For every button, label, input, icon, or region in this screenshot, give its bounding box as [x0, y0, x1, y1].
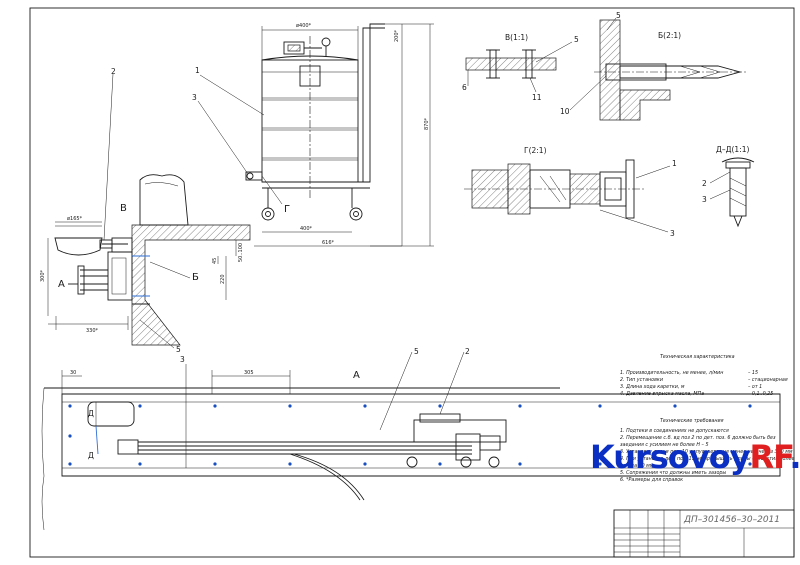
title-block: [613, 509, 795, 558]
tech-req-item: 3. Установку двеки поз. 10 допускается н…: [620, 449, 793, 455]
leader-2-wall: 2: [111, 67, 116, 76]
tech-char-value: – 15: [748, 370, 758, 376]
dim-height-220: 220: [220, 274, 226, 284]
tank-assembly: [245, 23, 434, 247]
leader-3-view-a: 3: [180, 355, 185, 364]
dim-width-330: 330*: [86, 328, 99, 334]
leader-1-section-g: 1: [672, 159, 677, 168]
dim-height-50-100: 50..100: [238, 243, 244, 262]
tech-char-value: – стационарная: [748, 378, 788, 383]
view-label-d-upper: Д: [88, 409, 94, 418]
sheet-frame: [29, 7, 795, 558]
tech-req-title: Технические требования: [660, 418, 724, 424]
dim-handle-top: 200*: [394, 29, 400, 42]
title-block-code: ДП–301456–30–2011: [683, 515, 780, 525]
tech-char-title: Техническая характеристика: [660, 354, 735, 360]
watermark-part-2: RF: [749, 438, 791, 476]
tech-req-list: 1. Подтеки в соединениях не допускаются …: [620, 428, 794, 483]
leader-1-tank: 1: [195, 66, 200, 75]
leader-5-section-b: 5: [616, 11, 621, 20]
dim-30: 30: [70, 370, 76, 376]
tech-req-item: 1. Подтеки в соединениях не допускаются: [620, 428, 729, 434]
view-label-g-main: Г: [284, 204, 290, 215]
dim-overall-height: 870*: [424, 117, 430, 130]
tech-char-value: – 0,1..0,25: [748, 391, 773, 397]
leader-5-section-v: 5: [574, 35, 579, 44]
leader-3-tank: 3: [192, 93, 197, 102]
dim-tank-base: 400*: [300, 226, 313, 232]
section-v-title: В(1:1): [505, 33, 528, 42]
view-label-d-lower: Д: [88, 451, 94, 460]
tech-req-item: 4. При установке дет. поз. 11 не превыша…: [620, 456, 794, 462]
tech-req-item: заедания с усилием не более Н – 5: [620, 442, 709, 448]
dim-305: 305: [244, 370, 254, 376]
view-label-b-main: Б: [192, 272, 199, 283]
tech-req-item: 2. Перемещение с.б. вд поз 2 по дет. поз…: [620, 435, 776, 441]
section-b-title: Б(2:1): [658, 31, 681, 40]
tech-char-value: – от 1: [748, 384, 762, 390]
section-dd-title: Д–Д(1:1): [716, 145, 749, 154]
dim-overall-width: 616*: [322, 240, 335, 246]
tech-char-list: 1. Производительность, не менее, л/мин –…: [620, 370, 788, 397]
dim-height-300: 300*: [40, 269, 46, 282]
leader-5-view-a: 5: [414, 347, 419, 356]
dim-bowl-diameter: ø165*: [67, 216, 83, 222]
leader-2-view-a: 2: [465, 347, 470, 356]
section-g: [464, 159, 671, 233]
dim-height-45: 45: [212, 258, 218, 264]
leader-5-wall: 5: [176, 345, 181, 354]
leader-3-section-g: 3: [670, 229, 675, 238]
watermark-part-3: .ru: [789, 438, 800, 476]
watermark-part-1: Kursovoy: [590, 438, 751, 476]
leader-10-section-b: 10: [560, 107, 570, 116]
tech-req-item: 6. *Размеры для справок: [620, 477, 683, 483]
tech-char-item: 4. Давление впрыска масла, МПа: [620, 391, 704, 397]
tech-req-item: чем на 10 мм: [620, 463, 654, 469]
leader-6-section-v: 6: [462, 83, 467, 92]
tech-req-item: 5. Сопряжения что должны иметь зазоры: [620, 470, 726, 476]
section-v: [465, 41, 573, 93]
leader-11-section-v: 11: [532, 93, 542, 102]
watermark-logo: KursovoyRF.ru: [590, 438, 800, 476]
view-label-a-main: А: [58, 279, 65, 290]
view-a-title: А: [353, 370, 360, 381]
tech-char-item: 2. Тип установки: [620, 377, 663, 383]
section-b: [569, 17, 748, 121]
dim-tank-diameter: ø400*: [296, 23, 312, 29]
leader-3-section-dd: 3: [702, 195, 707, 204]
wall-installation: [47, 174, 251, 346]
view-a: [41, 351, 781, 531]
section-dd: [709, 157, 755, 228]
leader-2-section-dd: 2: [702, 179, 707, 188]
tech-char-item: 3. Длина хода каретки, м: [620, 384, 685, 390]
tech-char-item: 1. Производительность, не менее, л/мин: [620, 370, 723, 376]
view-label-v-main: В: [120, 203, 127, 214]
section-g-title: Г(2:1): [524, 146, 547, 155]
